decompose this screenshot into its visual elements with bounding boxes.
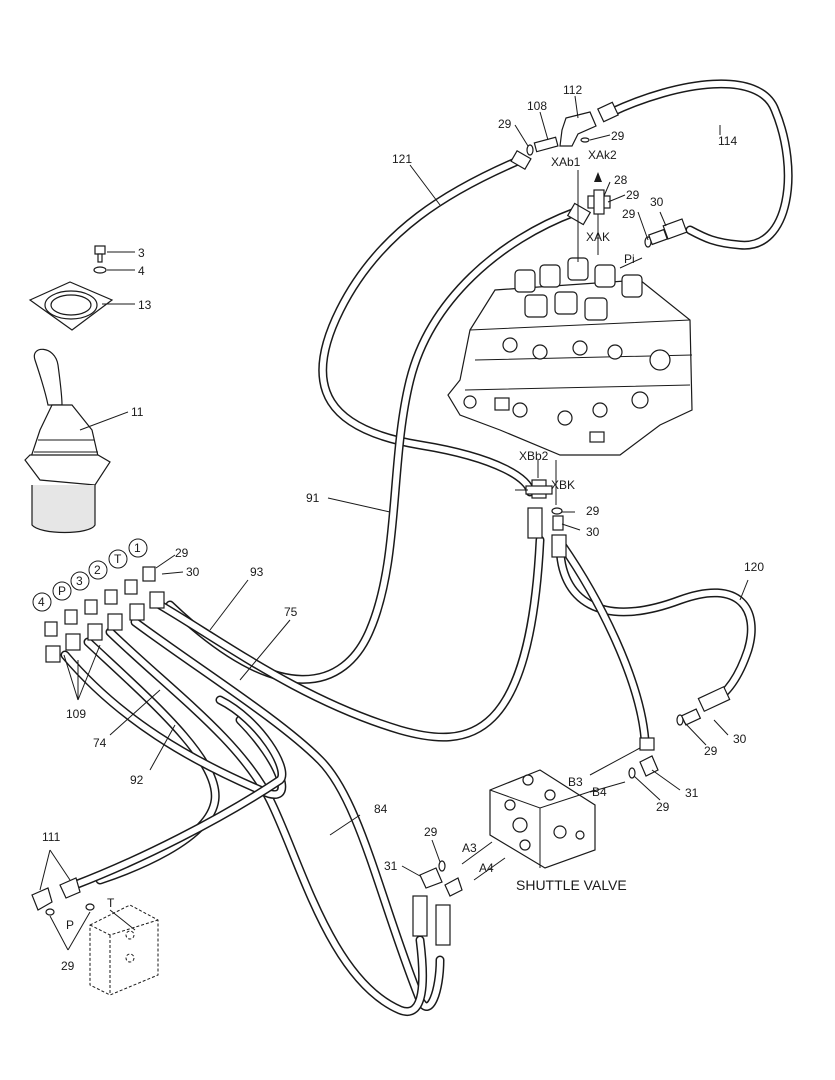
joystick-11 bbox=[24, 348, 111, 534]
label-31-b: 31 bbox=[384, 859, 398, 873]
label-29-g: 29 bbox=[704, 744, 718, 758]
label-xak: XAK bbox=[586, 230, 610, 244]
label-xbb2: XBb2 bbox=[519, 449, 549, 463]
label-a3: A3 bbox=[462, 841, 477, 855]
hose-74 bbox=[105, 627, 428, 1016]
label-a4: A4 bbox=[479, 861, 494, 875]
label-30-a: 30 bbox=[650, 195, 664, 209]
elbow-112 bbox=[559, 111, 597, 147]
label-93: 93 bbox=[250, 565, 264, 579]
label-109: 109 bbox=[66, 707, 86, 721]
label-xab1: XAb1 bbox=[551, 155, 581, 169]
labels: 3 4 13 11 121 108 112 114 29 29 XAb1 XAk… bbox=[38, 83, 764, 973]
label-91: 91 bbox=[306, 491, 320, 505]
label-30-c: 30 bbox=[186, 565, 200, 579]
label-29-a: 29 bbox=[498, 117, 512, 131]
leader-lines bbox=[109, 95, 749, 877]
bolt-3 bbox=[94, 245, 106, 263]
label-29-b: 29 bbox=[611, 129, 625, 143]
label-84: 84 bbox=[374, 802, 388, 816]
plate-13 bbox=[28, 281, 114, 331]
hose-91 bbox=[165, 207, 580, 684]
label-shuttle-valve: SHUTTLE VALVE bbox=[516, 877, 627, 893]
hose-120 bbox=[555, 540, 756, 707]
hoses bbox=[60, 79, 793, 1016]
label-4: 4 bbox=[138, 264, 145, 278]
label-t-port: T bbox=[107, 896, 115, 910]
label-28: 28 bbox=[614, 173, 628, 187]
label-120: 120 bbox=[744, 560, 764, 574]
marker-4: 4 bbox=[38, 595, 45, 609]
label-111: 111 bbox=[42, 830, 61, 844]
label-121: 121 bbox=[392, 152, 412, 166]
fittings-mid bbox=[515, 460, 567, 558]
label-13: 13 bbox=[138, 298, 152, 312]
label-92: 92 bbox=[130, 773, 144, 787]
hose-xbk bbox=[557, 540, 650, 745]
label-11: 11 bbox=[131, 405, 144, 419]
label-b4: B4 bbox=[592, 785, 607, 799]
marker-3: 3 bbox=[76, 574, 83, 588]
label-p-port: P bbox=[66, 918, 74, 932]
washer-4 bbox=[93, 266, 107, 274]
fitting-108 bbox=[533, 136, 559, 153]
oring-29-top bbox=[526, 144, 534, 156]
label-31-a: 31 bbox=[685, 786, 699, 800]
label-b3: B3 bbox=[568, 775, 583, 789]
shuttle-valve bbox=[489, 769, 596, 869]
marker-2: 2 bbox=[94, 563, 101, 577]
label-29-j: 29 bbox=[61, 959, 75, 973]
marker-p: P bbox=[58, 584, 66, 598]
label-29-f: 29 bbox=[175, 546, 189, 560]
fittings-left bbox=[44, 566, 165, 701]
label-29-e: 29 bbox=[586, 504, 600, 518]
label-29-c: 29 bbox=[626, 188, 640, 202]
marker-t: T bbox=[114, 552, 122, 566]
label-pi: Pi bbox=[624, 252, 635, 266]
label-xak2: XAk2 bbox=[588, 148, 617, 162]
fittings-top bbox=[510, 101, 688, 269]
port-markers bbox=[32, 538, 148, 612]
label-29-i: 29 bbox=[424, 825, 438, 839]
label-74: 74 bbox=[93, 736, 107, 750]
pilot-valve-group bbox=[24, 245, 135, 534]
label-75: 75 bbox=[284, 605, 298, 619]
label-29-d: 29 bbox=[622, 207, 636, 221]
label-30-d: 30 bbox=[733, 732, 747, 746]
marker-1: 1 bbox=[134, 541, 141, 555]
label-30-b: 30 bbox=[586, 525, 600, 539]
label-xbk: XBK bbox=[551, 478, 575, 492]
label-29-h: 29 bbox=[656, 800, 670, 814]
fittings-shuttle bbox=[412, 685, 731, 946]
pilot-block bbox=[31, 849, 159, 996]
spool-caps bbox=[514, 257, 643, 321]
label-108: 108 bbox=[527, 99, 547, 113]
control-valve bbox=[447, 257, 693, 456]
label-3: 3 bbox=[138, 246, 145, 260]
label-112: 112 bbox=[563, 83, 582, 97]
hose-114 bbox=[605, 79, 793, 250]
label-114: 114 bbox=[718, 134, 737, 148]
tee-28 bbox=[587, 189, 611, 215]
